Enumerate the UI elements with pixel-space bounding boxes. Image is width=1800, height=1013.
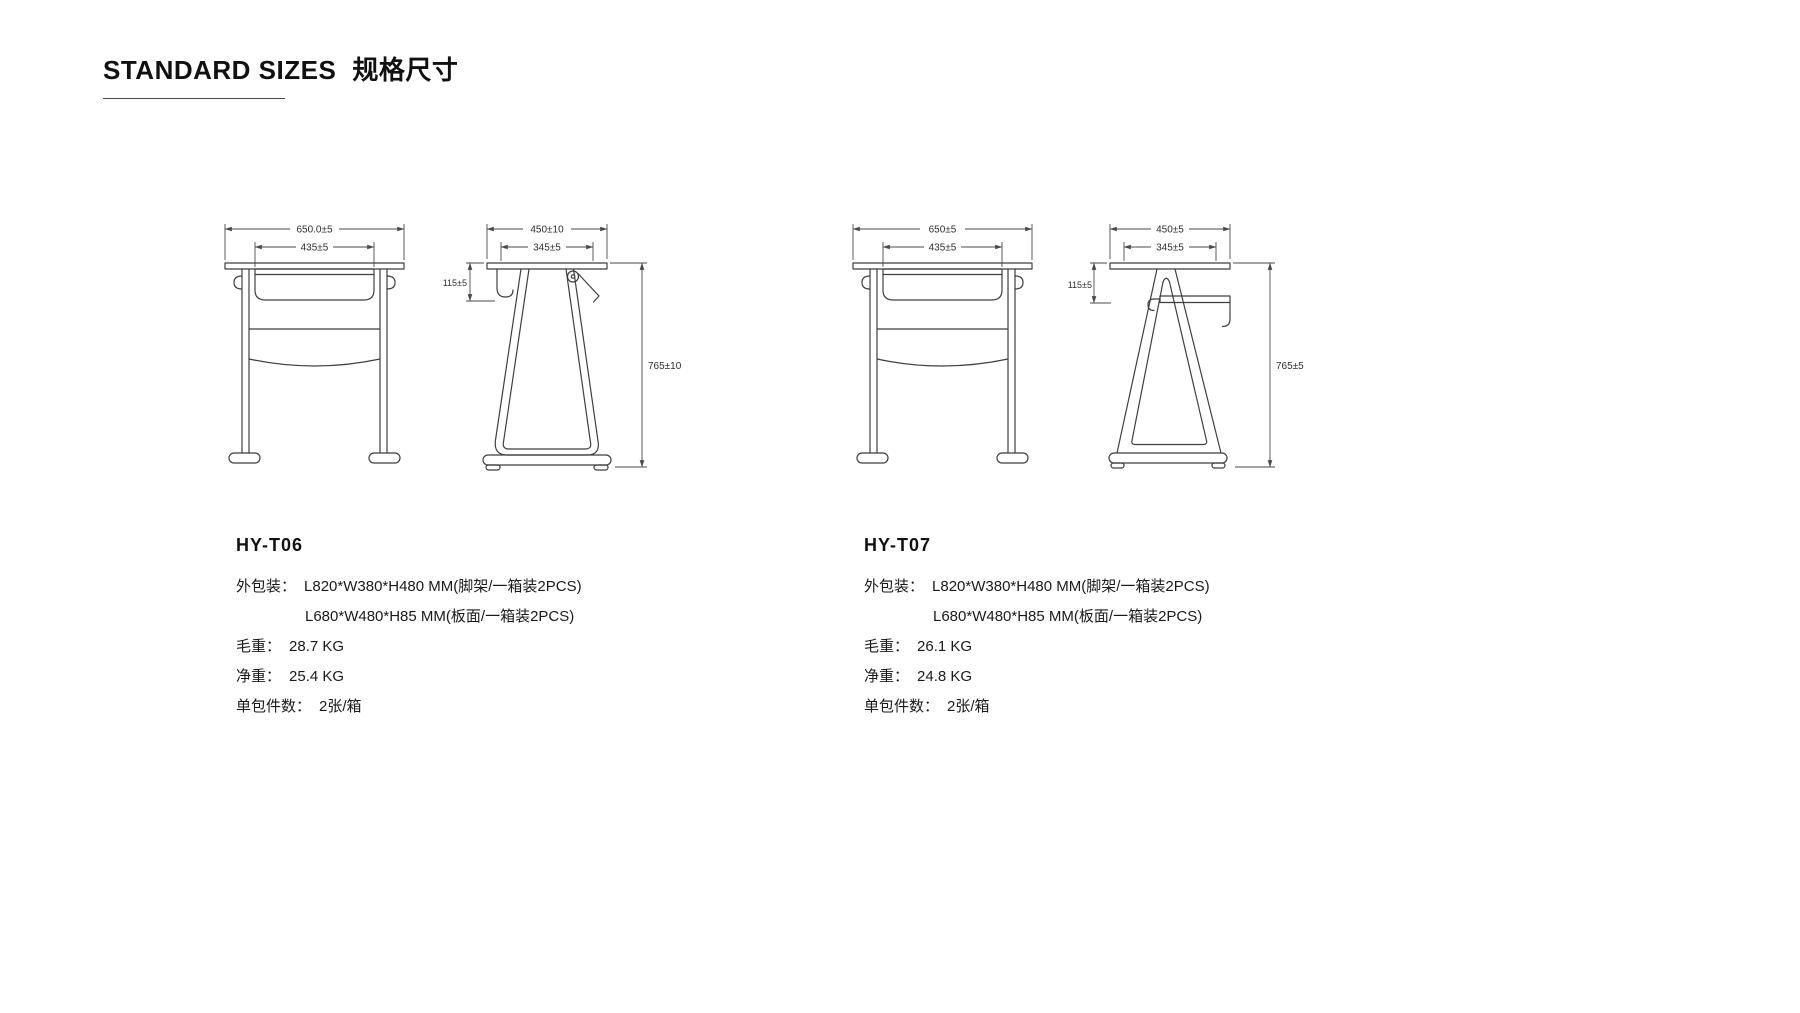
- gross-weight-label: 毛重：: [236, 638, 282, 655]
- dim-side-inner-width: 345±5: [1156, 243, 1184, 254]
- spec-block: HY-T07 外包装： L820*W380*H480 MM(脚架/一箱装2PCS)…: [864, 535, 1344, 722]
- dim-side-drop: 115±5: [1068, 280, 1092, 290]
- spec-row-packing-2: L680*W480*H85 MM(板面/一箱装2PCS): [236, 602, 716, 632]
- dim-side-height: 765±10: [648, 361, 682, 372]
- side-view-drawing: 450±5 345±5 115±5 765±5: [1066, 222, 1304, 469]
- side-desk-outline: [1108, 262, 1231, 469]
- front-view-drawing: 650.0±5 435±5: [224, 222, 405, 464]
- dim-front-inner-width: 435±5: [929, 243, 957, 254]
- spec-row-packing: 外包装： L820*W380*H480 MM(脚架/一箱装2PCS): [236, 572, 716, 602]
- qty-value: 2张/箱: [319, 698, 362, 715]
- spec-row-qty: 单包件数： 2张/箱: [236, 692, 716, 722]
- gross-weight-value: 26.1 KG: [917, 638, 973, 655]
- packing-value-2: L680*W480*H85 MM(板面/一箱装2PCS): [933, 608, 1203, 625]
- spec-row-net-weight: 净重： 25.4 KG: [236, 662, 716, 692]
- packing-value-1: L820*W380*H480 MM(脚架/一箱装2PCS): [932, 578, 1210, 595]
- product-hy-t06: 650.0±5 435±5: [222, 213, 722, 793]
- front-desk-outline: [852, 262, 1033, 464]
- net-weight-label: 净重：: [236, 668, 282, 685]
- spec-row-gross-weight: 毛重： 28.7 KG: [236, 632, 716, 662]
- title-underline: [103, 98, 285, 99]
- dim-side-top-width: 450±10: [530, 225, 564, 236]
- dim-side-height: 765±5: [1276, 361, 1304, 372]
- page-title-zh: 规格尺寸: [352, 55, 459, 85]
- spec-row-packing-2: L680*W480*H85 MM(板面/一箱装2PCS): [864, 602, 1344, 632]
- dim-front-outer-width: 650±5: [929, 225, 957, 236]
- side-desk-outline: [482, 262, 612, 471]
- side-dimension-lines: 450±10 345±5 115±5 765±10: [441, 222, 682, 468]
- spec-row-qty: 单包件数： 2张/箱: [864, 692, 1344, 722]
- gross-weight-label: 毛重：: [864, 638, 910, 655]
- front-desk-outline: [224, 262, 405, 464]
- model-name: HY-T07: [864, 535, 932, 555]
- spec-row-packing: 外包装： L820*W380*H480 MM(脚架/一箱装2PCS): [864, 572, 1344, 602]
- front-view-drawing: 650±5 435±5: [852, 222, 1033, 464]
- net-weight-label: 净重：: [864, 668, 910, 685]
- model-name: HY-T06: [236, 535, 304, 555]
- qty-label: 单包件数：: [236, 698, 312, 715]
- net-weight-value: 25.4 KG: [289, 668, 345, 685]
- dim-front-inner-width: 435±5: [301, 243, 329, 254]
- dim-side-top-width: 450±5: [1156, 225, 1184, 236]
- product-hy-t07: 650±5 435±5: [850, 213, 1350, 793]
- page-title: STANDARD SIZES 规格尺寸: [103, 50, 458, 87]
- packing-value-1: L820*W380*H480 MM(脚架/一箱装2PCS): [304, 578, 582, 595]
- packing-label: 外包装：: [864, 578, 925, 595]
- front-dimension-lines: 650±5 435±5: [852, 222, 1033, 267]
- side-dimension-lines: 450±5 345±5 115±5 765±5: [1066, 222, 1304, 468]
- spec-block: HY-T06 外包装： L820*W380*H480 MM(脚架/一箱装2PCS)…: [236, 535, 716, 722]
- front-dimension-lines: 650.0±5 435±5: [224, 222, 405, 267]
- dim-front-outer-width: 650.0±5: [296, 225, 333, 236]
- net-weight-value: 24.8 KG: [917, 668, 973, 685]
- packing-label: 外包装：: [236, 578, 297, 595]
- page-title-en: STANDARD SIZES: [103, 55, 337, 85]
- dim-side-inner-width: 345±5: [533, 243, 561, 254]
- spec-row-net-weight: 净重： 24.8 KG: [864, 662, 1344, 692]
- qty-label: 单包件数：: [864, 698, 940, 715]
- dim-side-drop: 115±5: [443, 278, 467, 288]
- gross-weight-value: 28.7 KG: [289, 638, 345, 655]
- side-view-drawing: 450±10 345±5 115±5 765±10: [441, 222, 682, 471]
- qty-value: 2张/箱: [947, 698, 990, 715]
- spec-row-gross-weight: 毛重： 26.1 KG: [864, 632, 1344, 662]
- packing-value-2: L680*W480*H85 MM(板面/一箱装2PCS): [305, 608, 575, 625]
